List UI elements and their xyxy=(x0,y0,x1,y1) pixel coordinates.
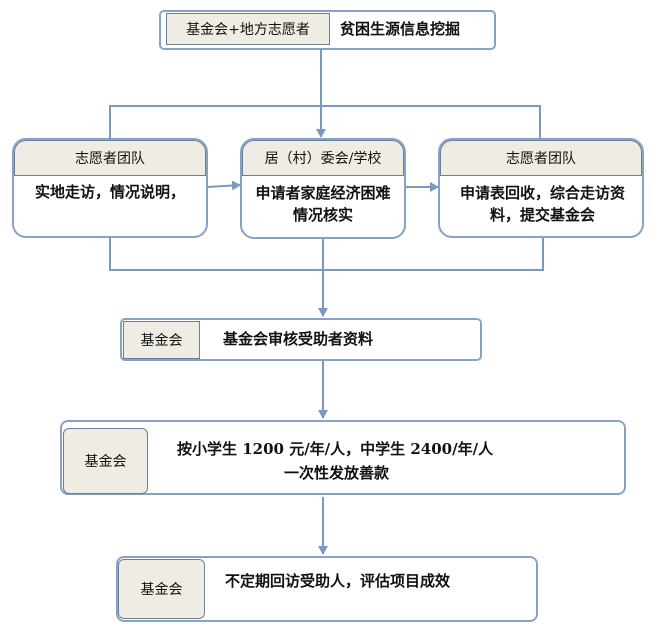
step3-text: 基金会审核受助者资料 xyxy=(223,330,374,348)
step4-line2: 一次性发放善款 xyxy=(284,464,390,482)
step1-text: 贫困生源信息挖掘 xyxy=(340,20,461,38)
step4-line1: 按小学生 1200 元/年/人，中学生 2400/年/人 xyxy=(177,440,494,458)
step3-tag: 基金会 xyxy=(123,321,200,359)
left-text: 实地走访，情况说明， xyxy=(34,183,185,201)
step4-box xyxy=(60,420,626,495)
step4-tag: 基金会 xyxy=(63,428,148,494)
arrow-left-to-middle xyxy=(207,180,241,191)
middle-text: 申请者家庭经济困难情况核实 xyxy=(255,184,391,224)
upper-bracket-line xyxy=(109,105,541,138)
right-text: 申请表回收，综合走访资料，提交基金会 xyxy=(459,184,625,224)
right-tag: 志愿者团队 xyxy=(440,140,642,176)
step5-tag: 基金会 xyxy=(118,559,205,619)
step5-text: 不定期回访受助人，评估项目成效 xyxy=(225,572,451,590)
lower-bracket-line xyxy=(109,238,544,271)
step1-tag: 基金会+地方志愿者 xyxy=(166,13,330,45)
left-tag: 志愿者团队 xyxy=(14,140,206,176)
middle-tag: 居（村）委会/学校 xyxy=(242,140,404,176)
